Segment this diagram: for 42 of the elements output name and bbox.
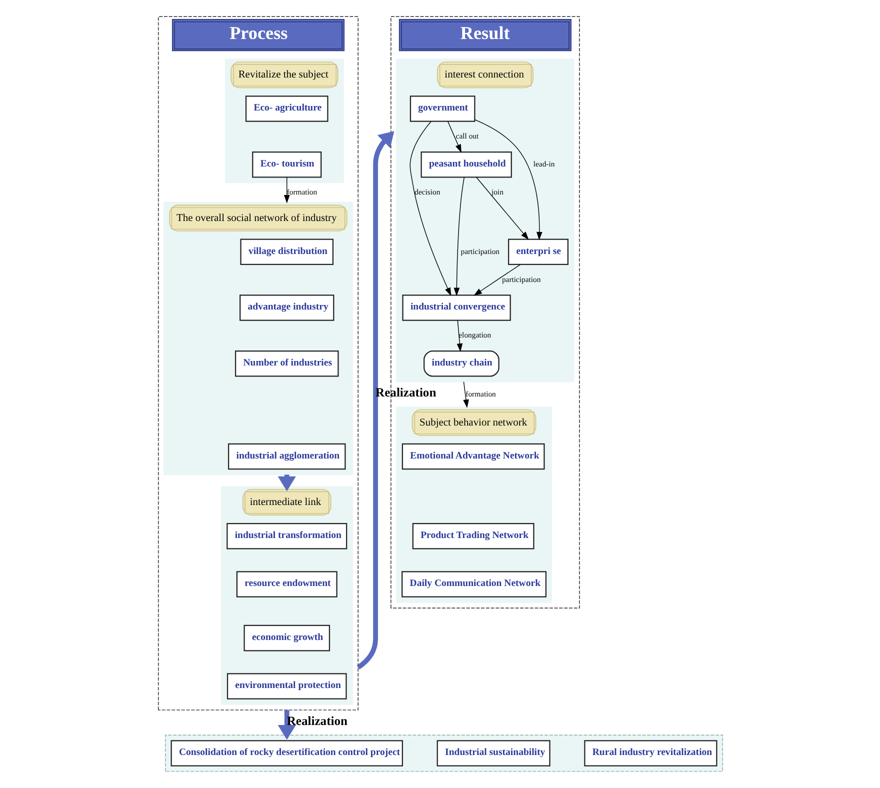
arrow — [277, 710, 296, 740]
edge-label: elongation — [458, 330, 491, 340]
arrow — [456, 320, 462, 352]
node-box: Rural industry revitalization — [584, 740, 717, 766]
cluster — [164, 734, 722, 772]
arrow — [283, 176, 290, 204]
edge-label: join — [490, 187, 503, 196]
node-box: government — [409, 96, 475, 122]
edge-label: formation — [286, 187, 317, 196]
node-box: Eco- agriculture — [244, 96, 328, 122]
node-box: industry chain — [423, 350, 499, 377]
node-box: Industrial sustainability — [436, 740, 550, 766]
edge-label: participation — [501, 274, 540, 284]
node-box: peasant household — [420, 151, 512, 178]
arrow — [473, 264, 520, 296]
edge-label: call out — [455, 132, 478, 141]
arrow — [447, 121, 461, 153]
node-box: Emotional Advantage Network — [401, 443, 544, 470]
node-box: village distribution — [240, 238, 334, 266]
edge-label: formation — [465, 389, 496, 398]
node-box: economic growth — [243, 624, 330, 652]
node-box: industrial agglomeration — [228, 443, 346, 470]
node-box: environmental protection — [226, 673, 346, 700]
arrow — [356, 131, 394, 670]
node-box: resource endowment — [236, 571, 337, 598]
node-box: Product Trading Network — [412, 522, 534, 550]
node-box: Eco- tourism — [252, 151, 322, 178]
edge-label: decision — [414, 187, 440, 196]
edge-label: lead-in — [532, 160, 554, 169]
node-box: advantage industry — [239, 294, 334, 321]
edge-label: participation — [460, 246, 500, 256]
arrow — [453, 176, 464, 296]
node-box: industrial convergence — [402, 294, 510, 321]
node-box: Number of industries — [234, 350, 338, 377]
arrow — [462, 381, 468, 408]
arrow — [409, 121, 451, 296]
arrow — [474, 119, 542, 240]
node-box: Consolidation of rocky desertification control project — [170, 740, 402, 766]
node-box: enterpri se — [508, 238, 568, 266]
arrow — [475, 176, 528, 240]
node-box: industrial transformation — [226, 522, 347, 550]
node-box: Daily Communication Network — [401, 571, 546, 598]
